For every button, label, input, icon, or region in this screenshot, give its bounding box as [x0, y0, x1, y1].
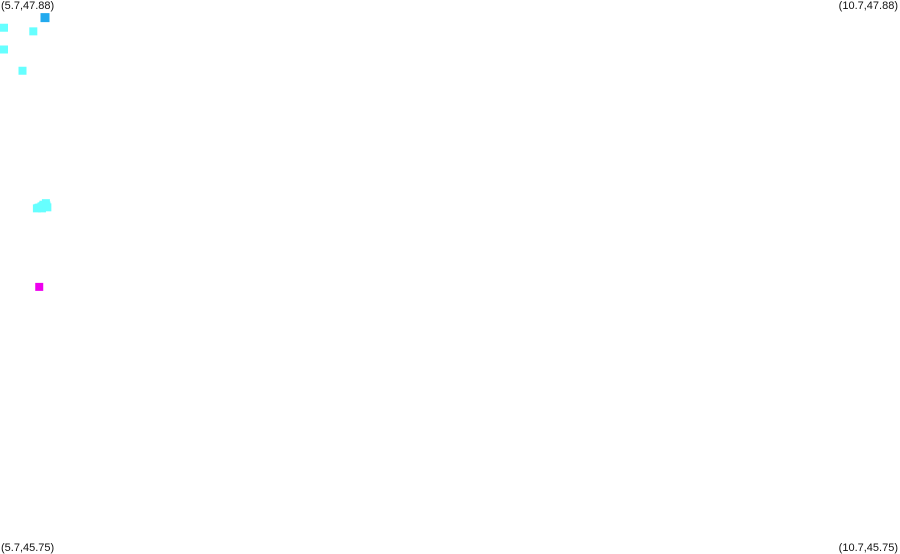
map-point-cyan	[0, 45, 8, 54]
map-point-cyan	[29, 27, 38, 36]
corner-label-bottom-left: (5.7,45.75)	[1, 542, 55, 554]
corner-label-bottom-right: (10.7,45.75)	[838, 542, 898, 554]
points-layer	[0, 13, 52, 291]
map-point-blue	[40, 13, 50, 23]
map-point-cyan	[0, 23, 8, 32]
corner-label-top-right: (10.7,47.88)	[838, 0, 898, 12]
map-point-cyan	[18, 66, 27, 75]
map-point-cyan	[43, 203, 52, 212]
map-point-magenta	[35, 282, 44, 291]
corner-label-top-left: (5.7,47.88)	[1, 0, 55, 12]
